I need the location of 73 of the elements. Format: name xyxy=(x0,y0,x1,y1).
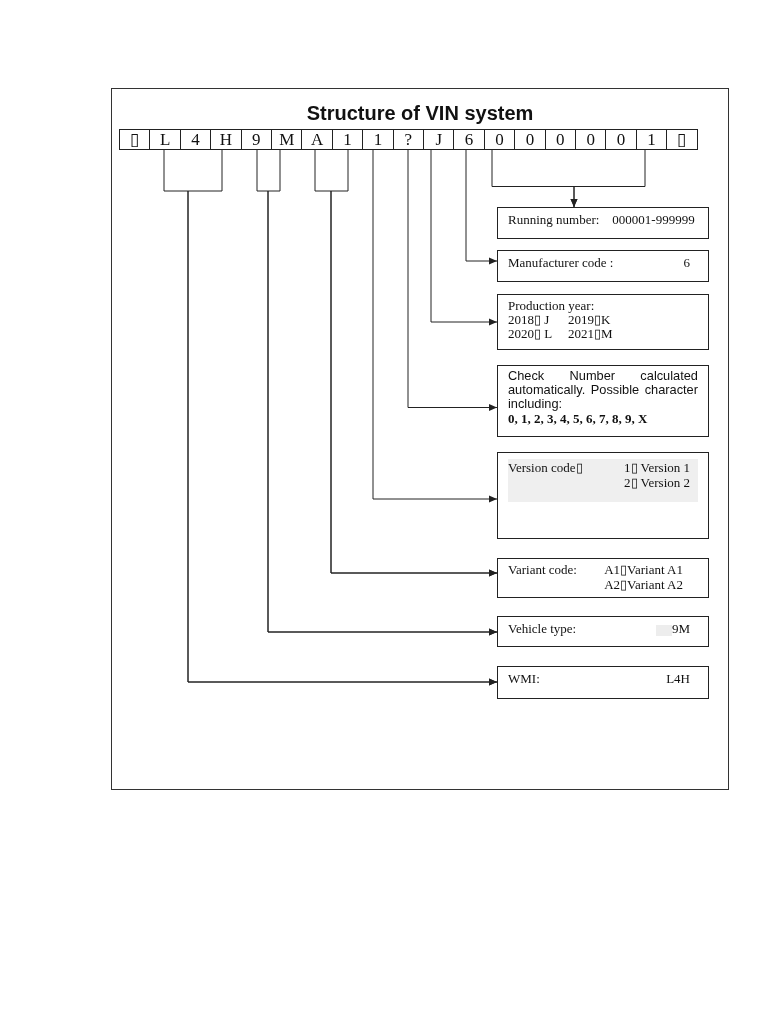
year-code: 2021▯M xyxy=(568,327,613,341)
version-option: 1▯ Version 1 xyxy=(624,460,690,475)
field-label: WMI: xyxy=(508,671,540,687)
version-option: 2▯ Version 2 xyxy=(624,475,690,490)
vin-character: 0 xyxy=(556,130,565,149)
connector-arrow xyxy=(570,149,646,208)
field-description: Check Number calculated automatically. Possible character including: xyxy=(508,369,698,411)
vin-character: M xyxy=(279,130,295,149)
field-label: Version code▯ xyxy=(508,460,583,477)
vin-character: 0 xyxy=(586,130,595,149)
vin-character: 6 xyxy=(464,130,474,149)
vin-character: 1 xyxy=(647,130,656,149)
field-label: Manufacturer code : xyxy=(508,255,614,271)
field-value: 000001-999999 xyxy=(612,212,695,228)
character-cell xyxy=(362,129,394,150)
character-cell xyxy=(635,129,668,150)
vin-character: 0 xyxy=(525,130,535,149)
field-label: Running number: xyxy=(508,212,600,228)
description-box xyxy=(497,207,709,239)
vin-character: 1 xyxy=(343,130,352,149)
description-box xyxy=(497,452,709,539)
vin-character: ▯ xyxy=(677,130,687,149)
connector-arrow xyxy=(430,149,498,326)
character-cell xyxy=(271,129,303,150)
character-cell xyxy=(483,129,516,150)
field-value: 6 xyxy=(683,255,690,271)
field-label: Variant code: xyxy=(508,562,577,579)
character-cell xyxy=(149,129,181,150)
vin-character: J xyxy=(435,130,442,149)
character-list: 0, 1, 2, 3, 4, 5, 6, 7, 8, 9, X xyxy=(508,411,698,427)
vin-character: 1 xyxy=(373,130,383,149)
character-cell xyxy=(301,129,333,150)
connector-arrow xyxy=(465,149,498,265)
year-code: 2020▯ L xyxy=(508,327,554,341)
description-box xyxy=(497,250,709,282)
vin-character: ▯ xyxy=(130,130,140,149)
year-code: 2018▯ J xyxy=(508,313,551,327)
description-box xyxy=(497,666,709,699)
vin-character: L xyxy=(159,130,171,149)
description-box xyxy=(497,558,709,598)
character-cell xyxy=(423,129,455,150)
character-cell xyxy=(119,129,151,150)
field-value: 9M xyxy=(671,621,690,637)
description-box xyxy=(497,365,709,437)
character-cell xyxy=(210,129,242,150)
character-cell xyxy=(605,129,637,150)
character-cell xyxy=(240,129,272,150)
vin-character: 0 xyxy=(616,130,626,149)
character-cell xyxy=(514,129,546,150)
character-cell xyxy=(544,129,576,150)
variant-option: A1▯Variant A1 xyxy=(604,562,683,577)
character-cell xyxy=(453,129,485,150)
vin-character: 4 xyxy=(191,130,200,149)
vin-character: 9 xyxy=(252,130,261,149)
description-box xyxy=(497,294,709,350)
character-cell xyxy=(666,129,698,150)
vin-character: H xyxy=(219,130,232,149)
character-cell xyxy=(179,129,212,150)
character-cell xyxy=(331,129,364,150)
vin-character: 0 xyxy=(495,130,504,149)
character-cell xyxy=(575,129,607,150)
field-label: Production year: xyxy=(508,299,596,313)
diagram-title: Structure of VIN system xyxy=(305,101,535,126)
vin-character: ? xyxy=(404,130,413,149)
field-label: Vehicle type: xyxy=(508,621,577,637)
variant-option: A2▯Variant A2 xyxy=(604,577,683,592)
character-cell xyxy=(392,129,424,150)
connector-arrow xyxy=(372,149,498,503)
year-code: 2019▯K xyxy=(568,313,612,327)
connector-arrow xyxy=(407,149,498,411)
description-box xyxy=(497,616,709,647)
field-value: L4H xyxy=(666,671,690,687)
vin-character: A xyxy=(310,130,324,149)
